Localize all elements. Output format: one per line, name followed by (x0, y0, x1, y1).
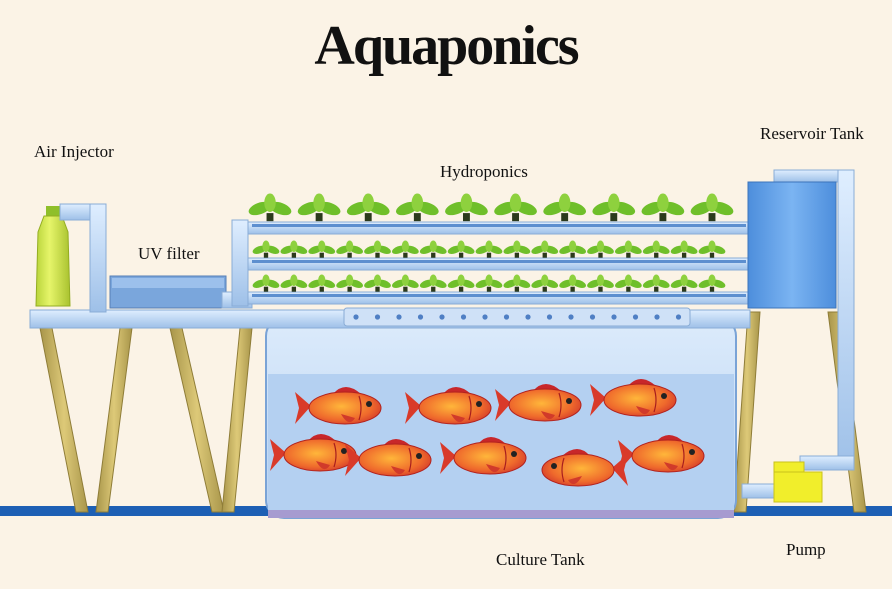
fish (270, 434, 357, 472)
plant (392, 274, 419, 292)
platform-legs (39, 311, 867, 513)
plant (280, 274, 308, 292)
plant (642, 240, 670, 258)
fish (541, 449, 628, 487)
fish (295, 387, 382, 425)
plant (641, 193, 685, 222)
plant (642, 274, 670, 292)
plant (392, 240, 419, 258)
plant (445, 193, 488, 222)
diagram-title: Aquaponics (314, 15, 579, 77)
plant (447, 240, 475, 258)
reservoir-tank (747, 169, 855, 471)
culture-tank-label: Culture Tank (496, 550, 585, 569)
plant (698, 240, 726, 258)
fish (345, 439, 432, 477)
plant (543, 193, 587, 222)
plant (252, 240, 280, 258)
plant (494, 193, 537, 222)
plant (252, 274, 280, 292)
plant (336, 240, 363, 258)
plant (475, 274, 503, 292)
plant (280, 240, 308, 258)
plant (364, 274, 391, 292)
plant (615, 274, 642, 292)
fish (590, 379, 677, 417)
plant (670, 274, 698, 292)
reservoir-tank-label: Reservoir Tank (760, 124, 864, 143)
uv-filter-label: UV filter (138, 244, 200, 263)
plant (475, 240, 503, 258)
fish (618, 435, 705, 473)
plant (346, 193, 390, 222)
pump-label: Pump (786, 540, 826, 559)
plant (559, 240, 586, 258)
plant (364, 240, 391, 258)
plant (615, 240, 642, 258)
fish (440, 437, 527, 475)
fish-school (270, 379, 705, 487)
plant (308, 240, 336, 258)
aerator-bubbles (353, 314, 682, 320)
plant (395, 193, 439, 222)
plant (336, 274, 363, 292)
fish (405, 387, 492, 425)
plant (587, 240, 614, 258)
plant (690, 193, 734, 222)
aerator-bar (343, 307, 691, 327)
hydroponics-frame (221, 219, 751, 309)
pump (741, 461, 823, 503)
plant (419, 240, 447, 258)
plant (447, 274, 475, 292)
plant (297, 193, 341, 222)
plant (248, 193, 292, 222)
hydroponics-label: Hydroponics (440, 162, 528, 181)
plant (559, 274, 586, 292)
air-injector (35, 203, 107, 313)
plant (503, 274, 531, 292)
plant (698, 274, 726, 292)
plant (587, 274, 614, 292)
plant (531, 274, 559, 292)
uv-filter (109, 275, 227, 309)
air-injector-label: Air Injector (34, 142, 114, 161)
plant (531, 240, 559, 258)
fish (495, 384, 582, 422)
plant (419, 274, 447, 292)
plant (592, 193, 636, 222)
plant (503, 240, 531, 258)
plant-rows (248, 193, 734, 292)
plant (308, 274, 336, 292)
plant (670, 240, 698, 258)
